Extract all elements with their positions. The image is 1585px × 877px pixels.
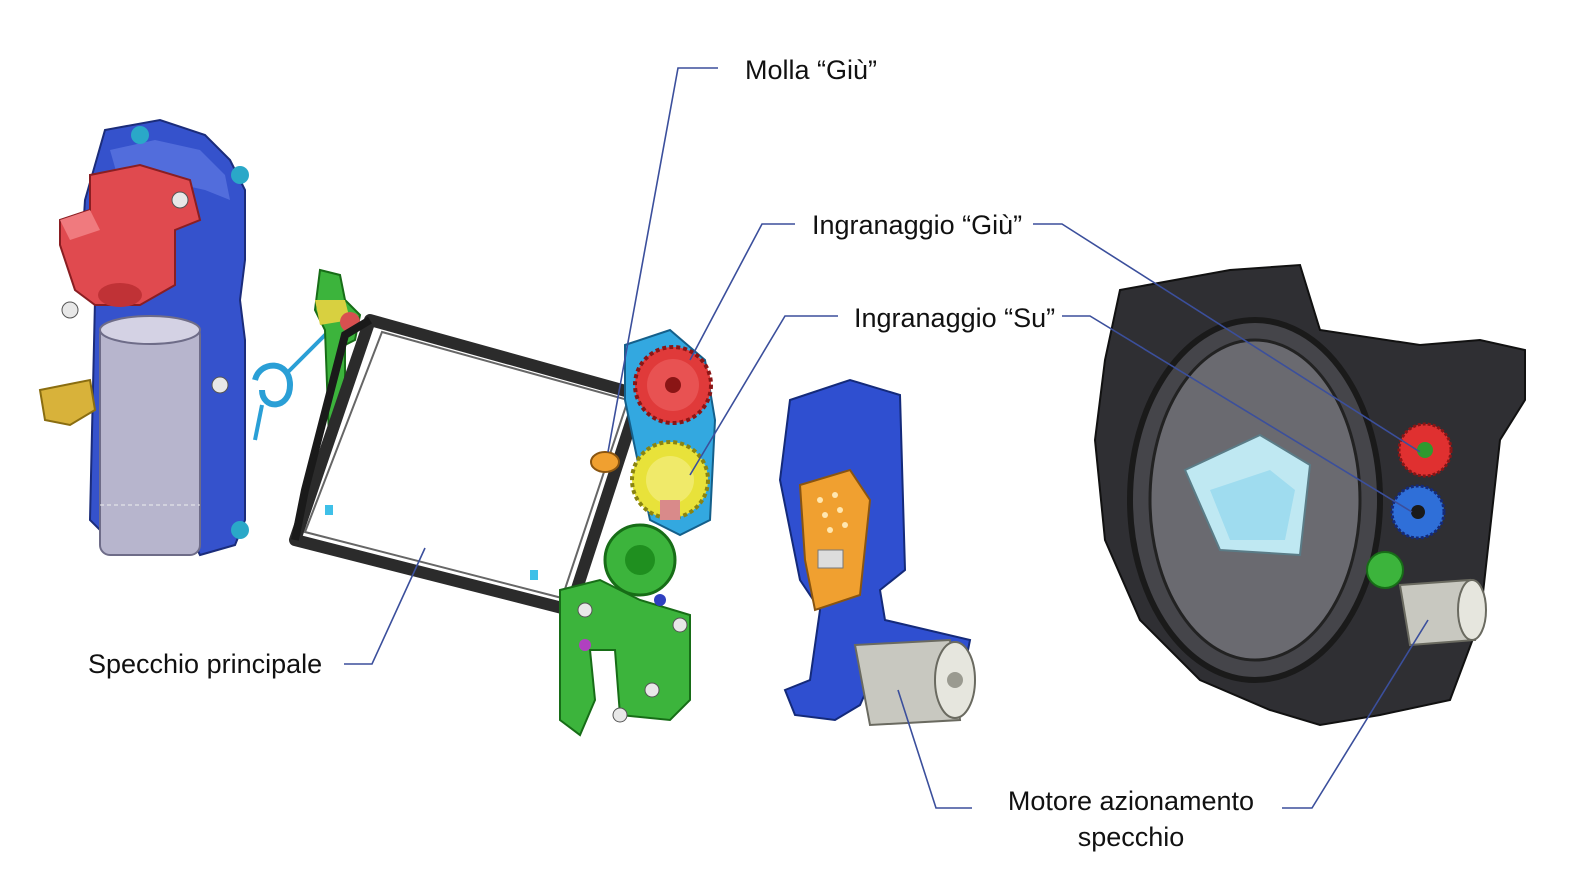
mirror-box-assembled xyxy=(1093,263,1526,727)
label-ingranaggio-giu: Ingranaggio “Giù” xyxy=(812,210,1023,240)
leader-specchio-principale xyxy=(344,547,426,665)
leader-motore-right xyxy=(1282,619,1429,809)
mirror-drive-assembly-left xyxy=(38,118,249,557)
gear-cluster-center xyxy=(559,328,717,737)
leader-ingranaggio-giu-left xyxy=(689,223,795,361)
leader-molla-giu xyxy=(607,67,718,453)
label-motore-line2: specchio xyxy=(1077,822,1185,852)
leader-ingranaggio-giu-right xyxy=(1033,223,1421,453)
label-specchio-principale: Specchio principale xyxy=(88,649,323,679)
label-motore-azionamento-specchio: Motore azionamento specchio xyxy=(996,783,1266,855)
leader-ingranaggio-su-left xyxy=(689,315,838,476)
label-molla-giu: Molla “Giù” xyxy=(745,55,878,85)
label-motore-line1: Motore azionamento xyxy=(1007,786,1255,816)
motor-module-center xyxy=(778,378,976,727)
leader-motore-left xyxy=(897,689,972,809)
leader-lines xyxy=(344,67,1429,809)
main-mirror-frame xyxy=(289,314,646,616)
label-ingranaggio-su: Ingranaggio “Su” xyxy=(854,303,1056,333)
leader-ingranaggio-su-right xyxy=(1062,315,1413,513)
